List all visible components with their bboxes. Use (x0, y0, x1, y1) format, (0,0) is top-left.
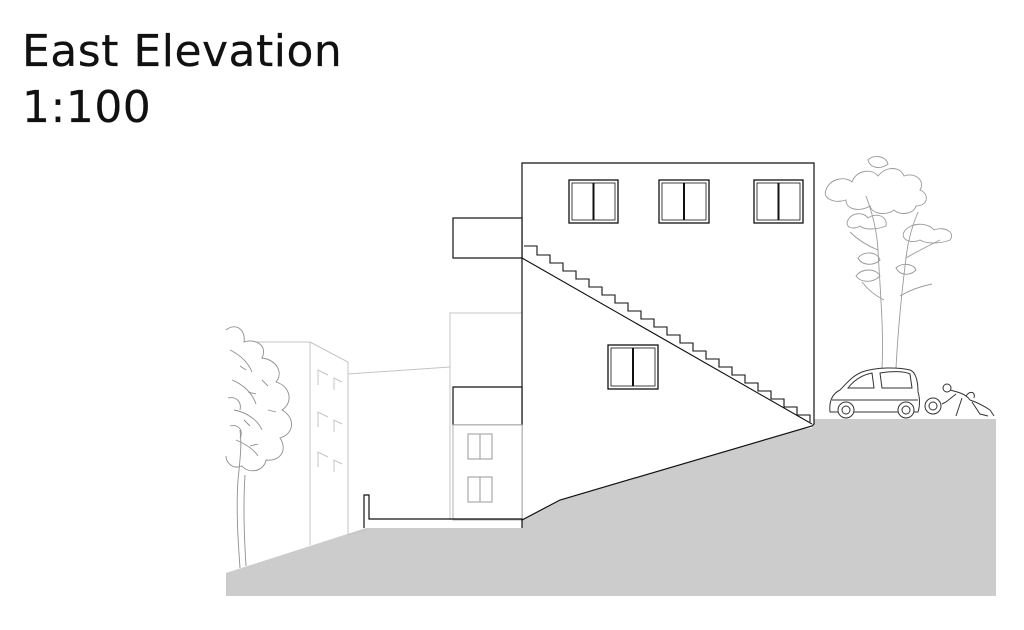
retaining-wall (363, 494, 523, 528)
stair-steps (524, 245, 811, 422)
tree-left (225, 326, 292, 569)
background-building (255, 312, 522, 545)
person-figure (924, 383, 995, 417)
ground-terrain (226, 419, 996, 596)
window-upper-3 (753, 179, 804, 224)
drawing-title: East Elevation (22, 26, 343, 77)
window-upper-1 (568, 179, 619, 224)
lower-block (452, 386, 523, 426)
window-middle (607, 344, 659, 390)
basement-windows (467, 433, 493, 503)
upper-windows (568, 179, 804, 390)
tree-right (824, 156, 952, 369)
upper-balcony (452, 217, 523, 259)
drawing-scale: 1:100 (22, 82, 152, 133)
window-upper-2 (658, 179, 710, 224)
parked-car (829, 367, 920, 419)
basement-block (452, 424, 523, 521)
staircase (521, 245, 813, 425)
title-block: East Elevation 1:100 (22, 24, 342, 136)
